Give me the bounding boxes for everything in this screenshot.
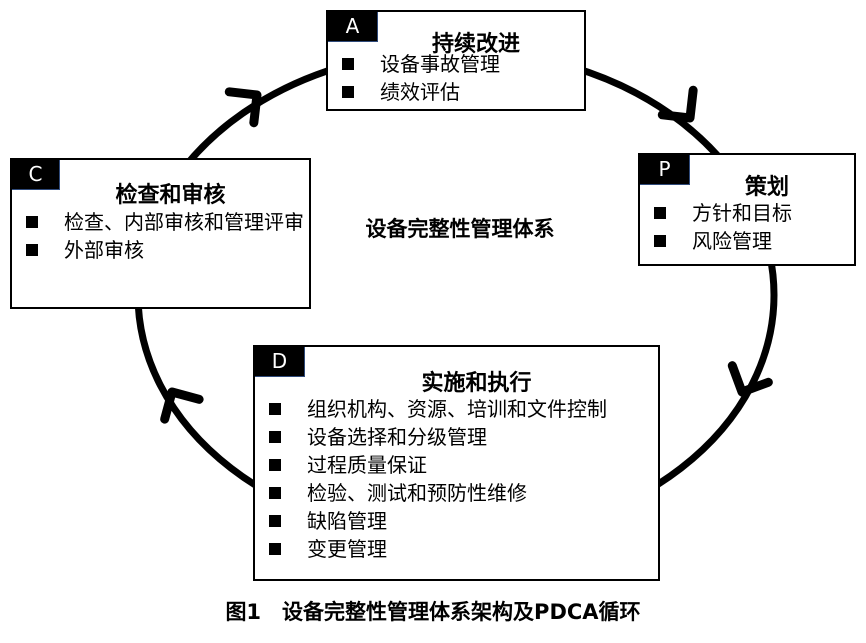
center-label: 设备完整性管理体系 — [365, 217, 555, 241]
square-bullet-icon — [269, 403, 281, 415]
stage-items-plan: 方针和目标 风险管理 — [650, 199, 792, 255]
stage-items-do: 组织机构、资源、培训和文件控制 设备选择和分级管理 过程质量保证 检验、测试和预… — [265, 395, 660, 563]
list-item: 过程质量保证 — [265, 451, 660, 479]
stage-tag-check: C — [12, 160, 60, 190]
square-bullet-icon — [26, 216, 38, 228]
list-item: 外部审核 — [22, 236, 307, 264]
list-item: 设备事故管理 — [338, 50, 500, 78]
stage-items-act: 设备事故管理 绩效评估 — [338, 50, 500, 106]
list-item: 检查、内部审核和管理评审 — [22, 208, 307, 236]
stage-box-check: C 检查和审核 检查、内部审核和管理评审 外部审核 — [10, 158, 311, 309]
square-bullet-icon — [269, 431, 281, 443]
arrow-d-to-c-icon — [160, 387, 204, 424]
stage-title-act: 持续改进 — [431, 32, 520, 57]
square-bullet-icon — [269, 459, 281, 471]
list-item: 缺陷管理 — [265, 507, 660, 535]
stage-tag-do: D — [255, 347, 305, 377]
arrow-a-to-p-icon — [657, 85, 698, 123]
square-bullet-icon — [269, 515, 281, 527]
square-bullet-icon — [342, 86, 354, 98]
square-bullet-icon — [654, 235, 666, 247]
stage-tag-act: A — [328, 12, 378, 42]
list-item: 检验、测试和预防性维修 — [265, 479, 660, 507]
list-item: 方针和目标 — [650, 199, 792, 227]
stage-title-plan: 策划 — [744, 175, 789, 200]
list-item: 风险管理 — [650, 227, 792, 255]
square-bullet-icon — [26, 244, 38, 256]
arrow-p-to-d-icon — [727, 361, 773, 397]
stage-title-check: 检查和审核 — [115, 183, 226, 208]
list-item: 设备选择和分级管理 — [265, 423, 660, 451]
square-bullet-icon — [269, 487, 281, 499]
stage-box-plan: P 策划 方针和目标 风险管理 — [638, 153, 856, 266]
square-bullet-icon — [269, 543, 281, 555]
square-bullet-icon — [654, 207, 666, 219]
stage-title-do: 实施和执行 — [421, 371, 532, 396]
stage-box-act: A 持续改进 设备事故管理 绩效评估 — [326, 10, 586, 111]
stage-tag-plan: P — [640, 155, 690, 185]
square-bullet-icon — [342, 58, 354, 70]
stage-box-do: D 实施和执行 组织机构、资源、培训和文件控制 设备选择和分级管理 过程质量保证… — [253, 345, 660, 581]
list-item: 组织机构、资源、培训和文件控制 — [265, 395, 660, 423]
list-item: 绩效评估 — [338, 78, 500, 106]
arrow-c-to-a-icon — [224, 87, 262, 128]
stage-items-check: 检查、内部审核和管理评审 外部审核 — [22, 208, 307, 264]
figure-caption: 图1 设备完整性管理体系架构及PDCA循环 — [225, 600, 641, 624]
list-item: 变更管理 — [265, 535, 660, 563]
